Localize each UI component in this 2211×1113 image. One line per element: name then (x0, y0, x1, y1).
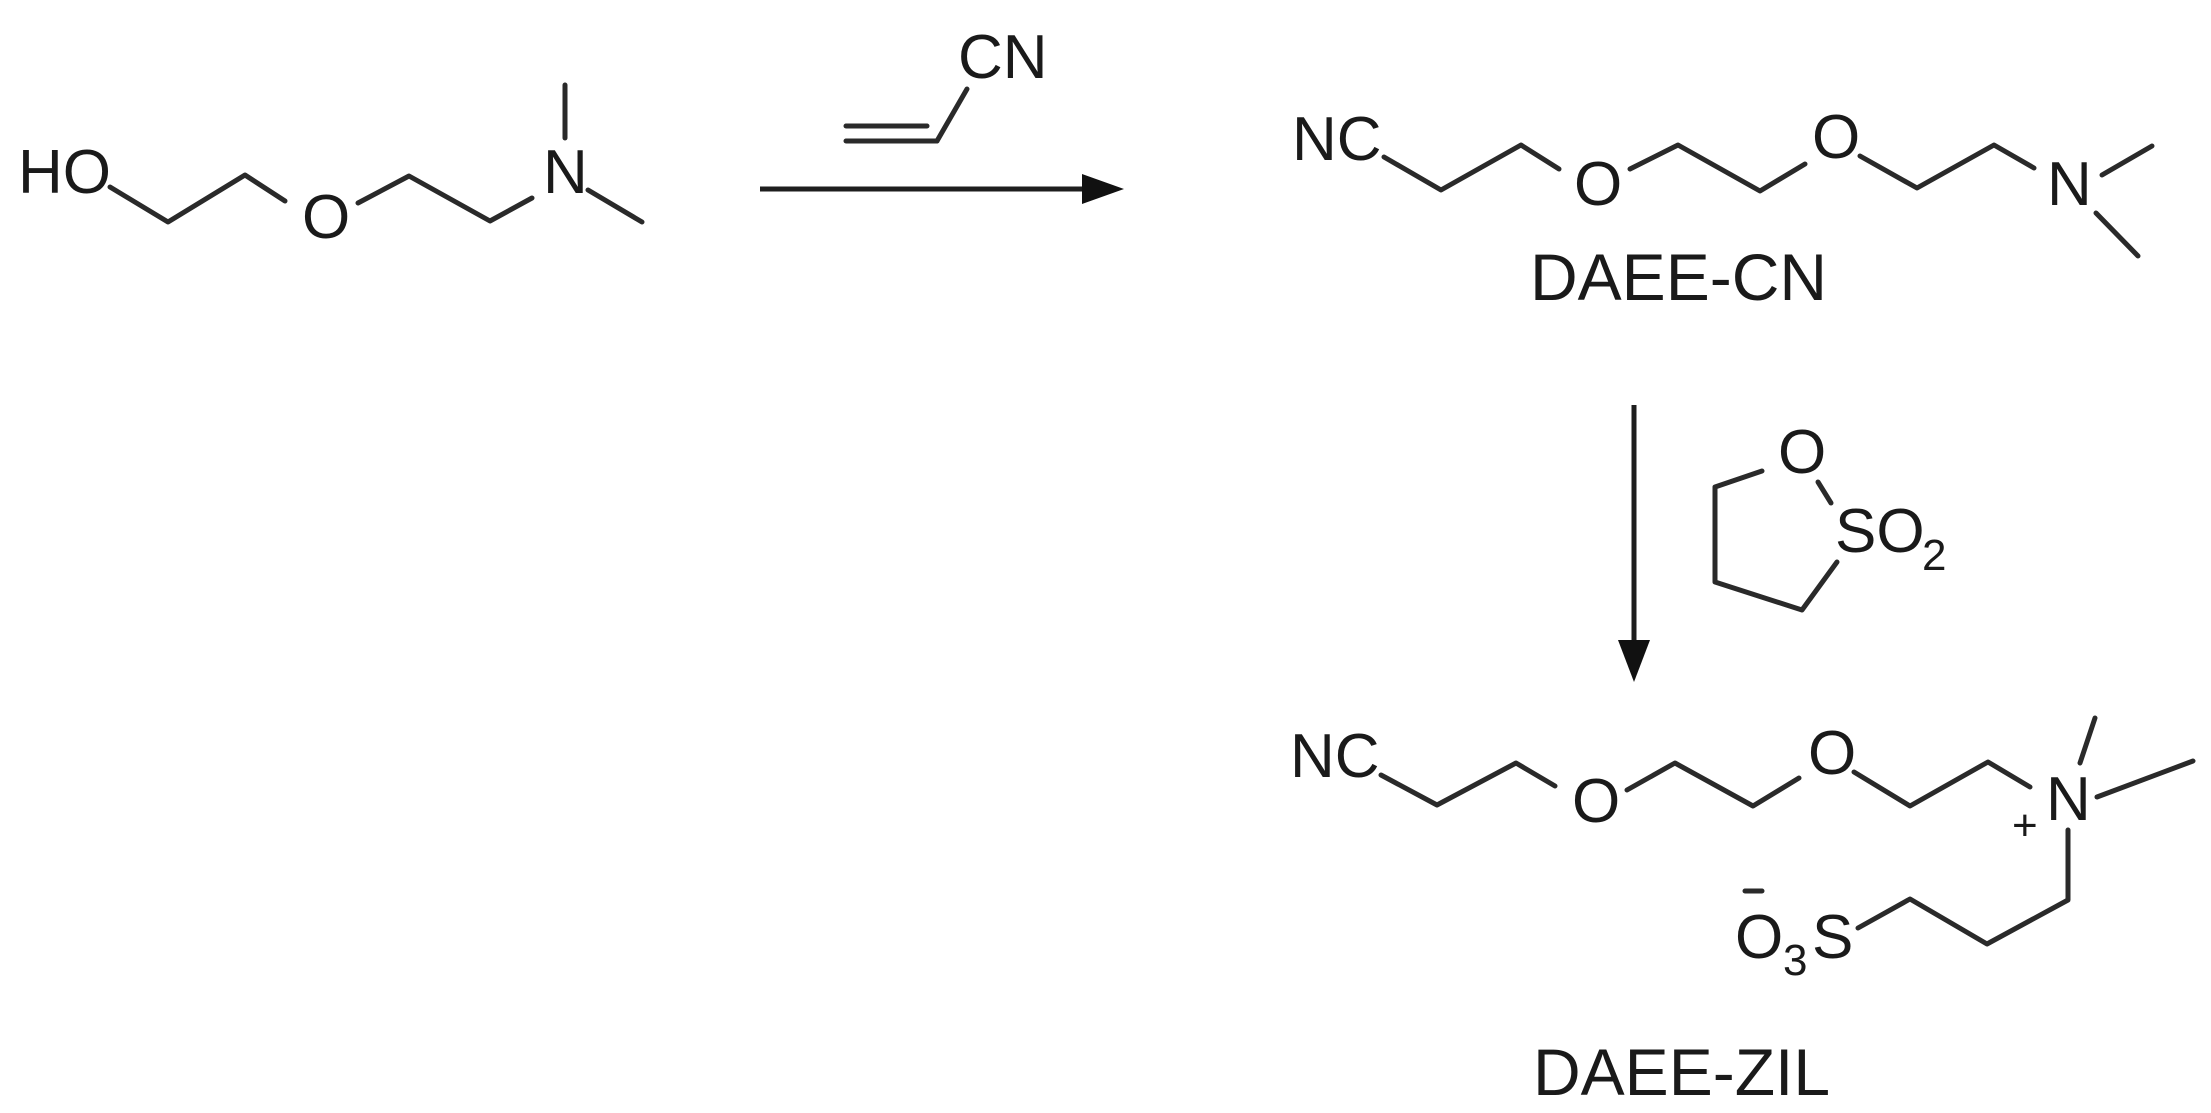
ether-oxygen-1-label: O (1574, 150, 1622, 219)
bond-chain-1 (107, 172, 288, 225)
sulfonate-oxygen-label: O (1735, 903, 1783, 972)
n-methyl-upper (2099, 143, 2155, 178)
reaction-arrow-down (1618, 405, 1650, 682)
intermediate-name: DAEE-CN (1530, 240, 1827, 314)
zil-chain-3 (1851, 759, 2033, 809)
reaction-arrow-right (760, 174, 1124, 204)
arrowhead-right-icon (1082, 174, 1124, 204)
n-methyl-right (585, 187, 645, 225)
product-daee-zil: NC O O N + O 3 S DAEE-ZIL (1290, 715, 2196, 1109)
intermediate-daee-cn: NC O O N DAEE-CN (1292, 103, 2155, 314)
ether-oxygen-label: O (302, 183, 350, 252)
bond-chain-2 (355, 173, 535, 224)
ether-oxygen-2-label: O (1808, 719, 1856, 788)
sultone-oxygen-label: O (1778, 418, 1826, 487)
ammonium-nitrogen-label: N (2046, 765, 2091, 834)
zil-chain-2 (1624, 760, 1802, 809)
ether-oxygen-1-label: O (1572, 767, 1620, 836)
amine-nitrogen-label: N (543, 138, 588, 207)
reagent-propane-sultone: O SO 2 (1712, 418, 1946, 613)
starting-material: HO O N (18, 82, 645, 252)
sultone-subscript-2: 2 (1922, 531, 1946, 580)
cn-chain-3 (1857, 142, 2037, 191)
product-name: DAEE-ZIL (1533, 1035, 1830, 1109)
cn-chain-2 (1627, 142, 1808, 194)
arrowhead-down-icon (1618, 640, 1650, 682)
sulfonate-subscript-3: 3 (1783, 936, 1807, 985)
reagent-acrylonitrile: CN (843, 23, 1048, 144)
sultone-o-s-bond (1815, 479, 1834, 506)
nitrile-label: NC (1292, 105, 1382, 174)
sultone-ring-bonds (1712, 468, 1840, 613)
n-methyl-lower (2093, 210, 2141, 259)
ammonium-charge: + (2012, 801, 2038, 850)
zil-chain-1 (1378, 760, 1558, 808)
sultone-so-label: SO (1835, 497, 1925, 566)
ether-oxygen-2-label: O (1812, 103, 1860, 172)
n-methyl-up (2077, 715, 2098, 766)
amine-nitrogen-label: N (2047, 150, 2092, 219)
hydroxyl-label: HO (18, 138, 111, 207)
propyl-sulfonate-chain (1855, 827, 2071, 947)
reagent-cn-label: CN (958, 23, 1048, 92)
cn-chain-1 (1381, 142, 1562, 193)
nitrile-label: NC (1290, 722, 1380, 791)
n-methyl-right (2094, 758, 2196, 800)
vinyl-to-cn-bond (934, 86, 970, 144)
sulfonate-sulfur-label: S (1812, 903, 1853, 972)
